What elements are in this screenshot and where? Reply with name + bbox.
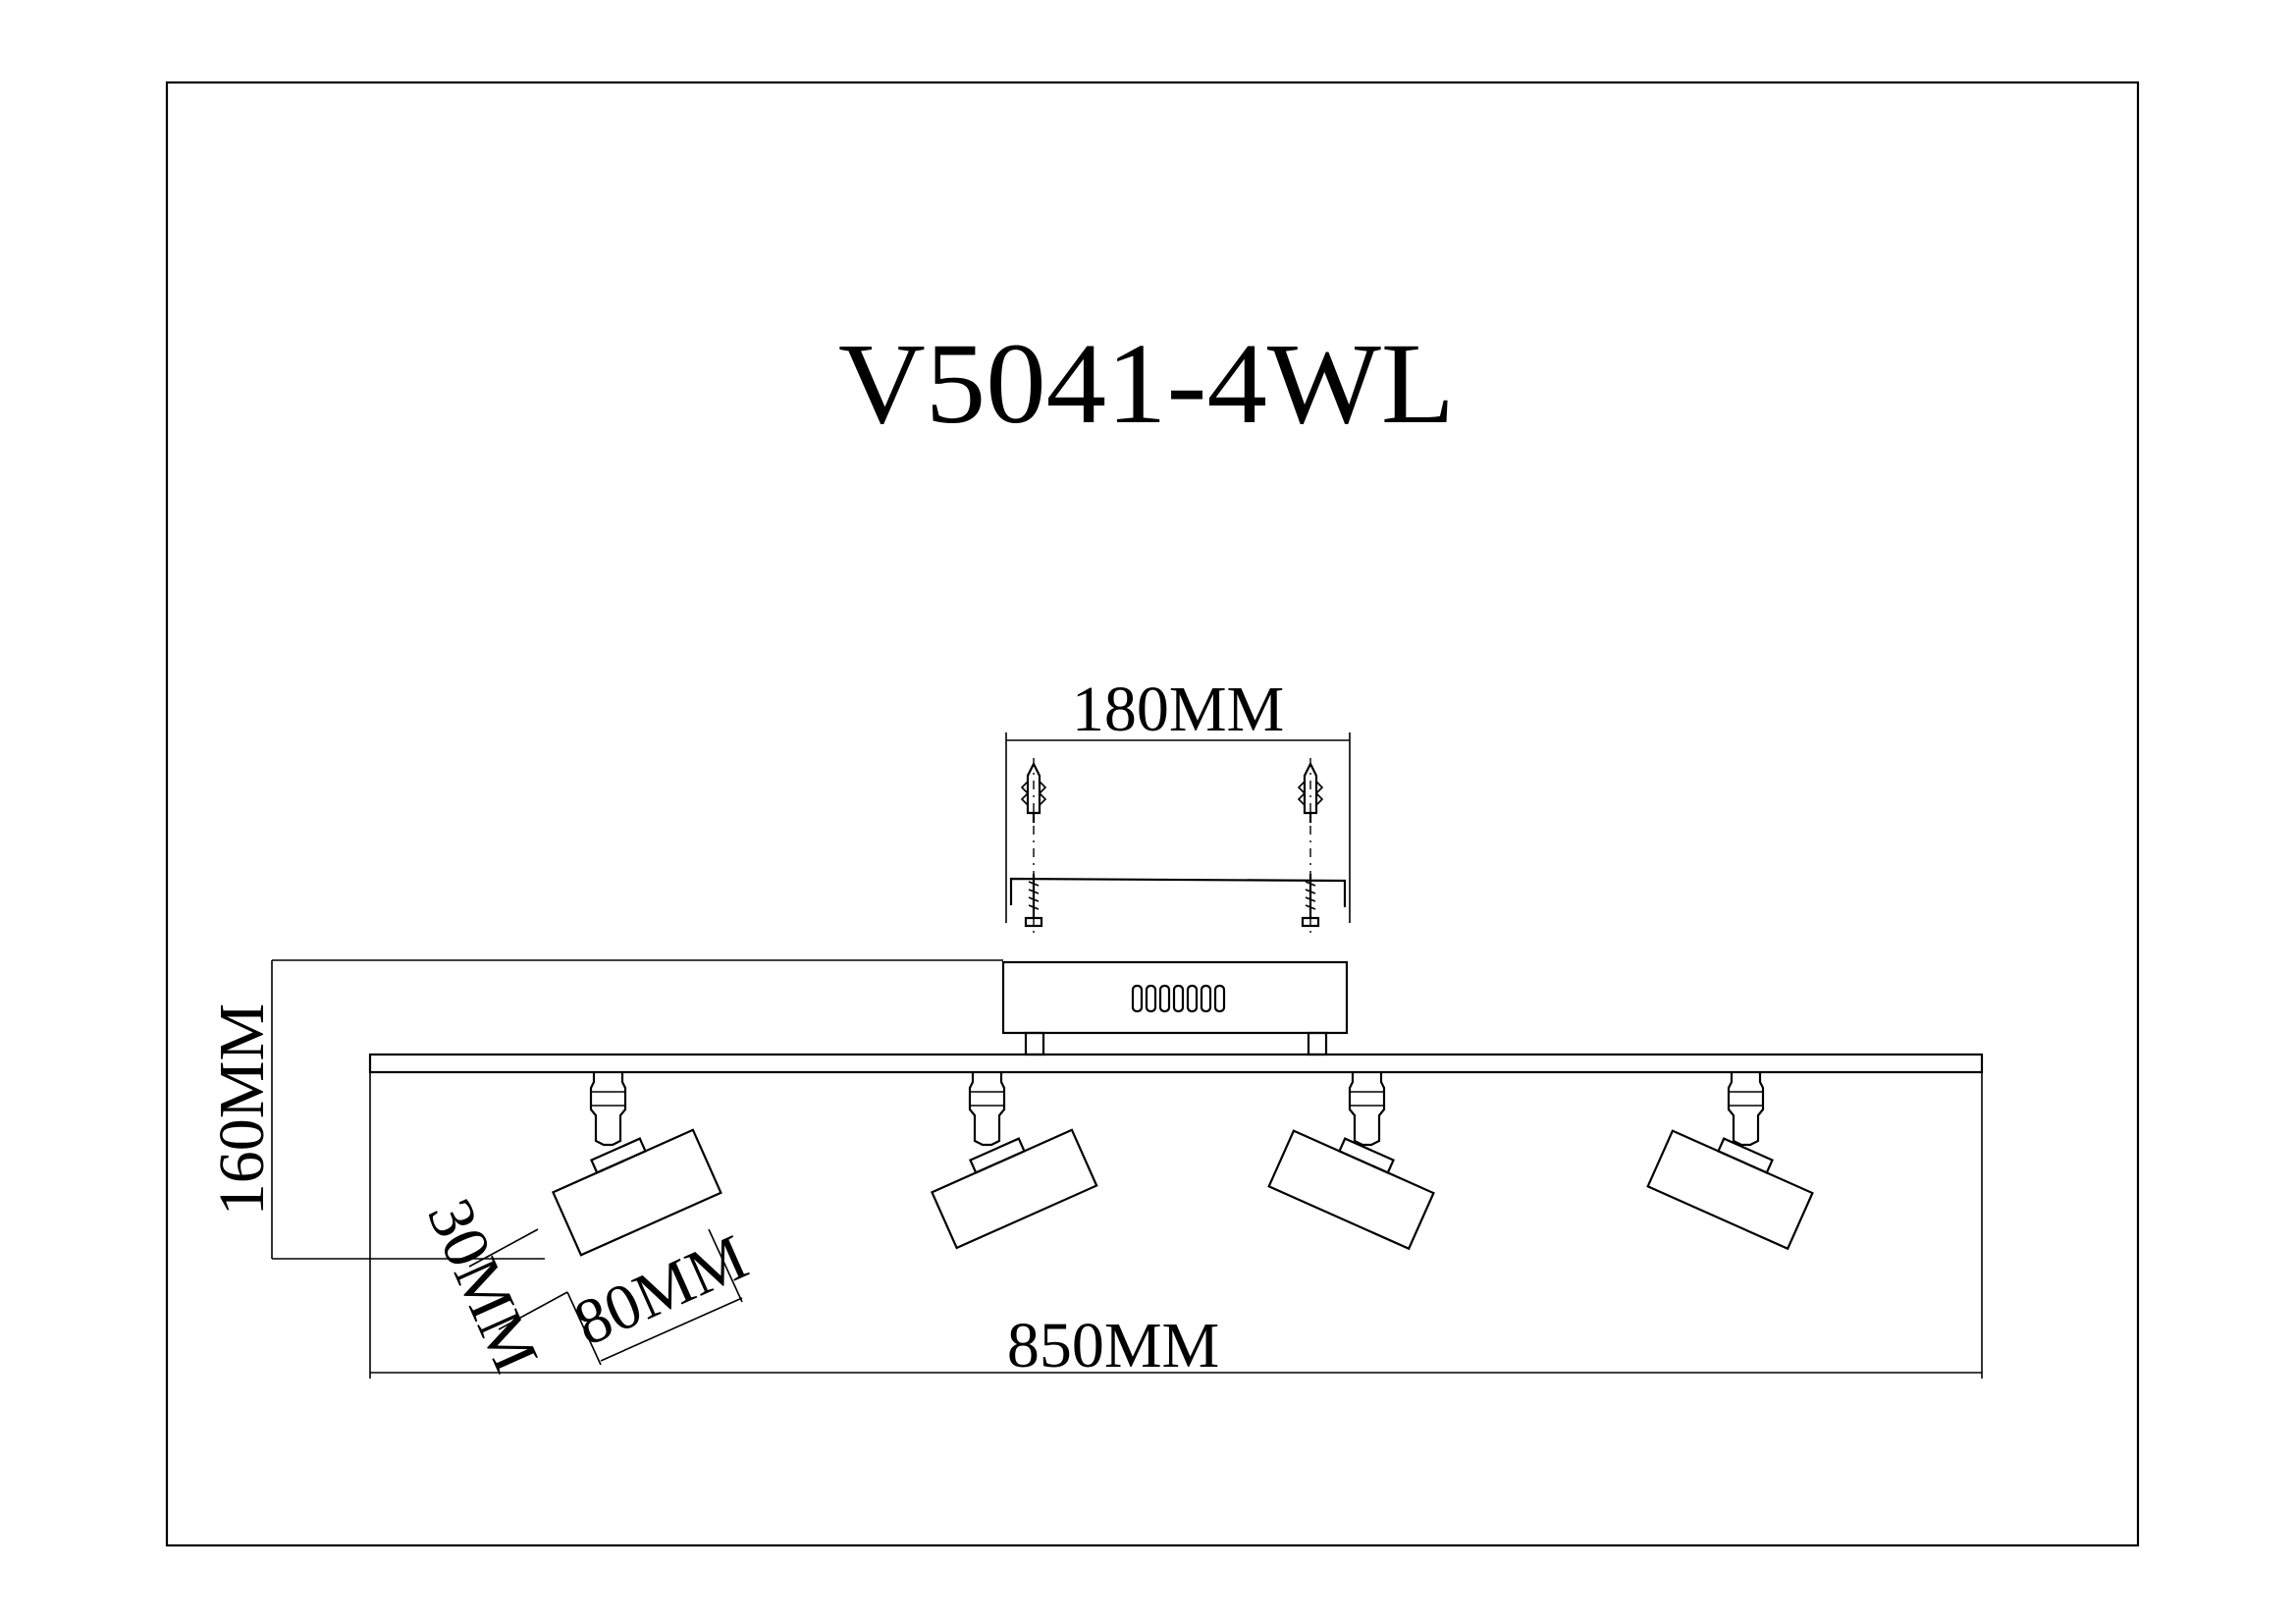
model-title: V5041-4WL: [838, 319, 1455, 448]
total-length-label: 850MM: [1007, 1310, 1219, 1381]
head-dimensions: 30MM 80MM: [413, 1189, 758, 1382]
spot-light-2: [930, 1072, 1098, 1250]
canopy-box: [1001, 960, 1349, 1035]
screw-icon: [1024, 874, 1043, 928]
wall-plug-icon: [1020, 758, 1047, 933]
mounting-bracket: [1009, 877, 1347, 907]
terminal-block: [1131, 984, 1226, 1013]
spot-light-3: [1267, 1072, 1435, 1251]
bracket-width-label: 180MM: [1072, 674, 1284, 745]
spot-light-1: [551, 1072, 722, 1257]
screw-icon: [1301, 874, 1320, 928]
length-dimension: 850MM: [369, 1072, 1983, 1381]
mounting-detail: 180MM: [1005, 674, 1351, 933]
drawing-frame: [165, 81, 2140, 1547]
wall-plug-icon: [1297, 758, 1324, 933]
height-label: 160MM: [206, 1003, 278, 1216]
main-bar: [368, 1053, 1984, 1074]
head-length-label: 80MM: [564, 1221, 758, 1360]
spot-light-4: [1646, 1072, 1814, 1251]
height-dimension: 160MM: [206, 959, 1003, 1260]
fixture: [368, 960, 1984, 1257]
head-depth-label: 30MM: [413, 1189, 552, 1382]
